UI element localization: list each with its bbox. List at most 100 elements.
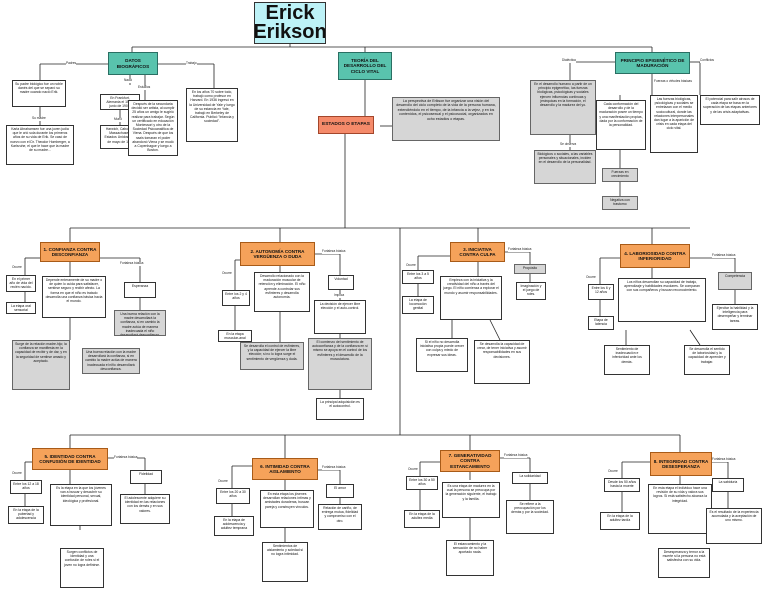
stage-5-desc: Es la etapa en la que los jóvenes van a …: [50, 484, 112, 526]
stage-7-edad: En la etapa de la adultez media: [404, 510, 440, 528]
node-principio-epigenetico: PRINCIPIO EPIGENÉTICO DE MADURACIÓN: [615, 52, 690, 74]
bio-trabajo: En los años 70 sobre todo, trabajó como …: [186, 88, 238, 142]
label-murio: Murió: [114, 117, 122, 122]
stage-2-autoconfianza: El comienzo del sentimiento de autoconfi…: [308, 338, 372, 390]
stage-2-autonomia: 2. AUTONOMÍA CONTRA VERGÜENZA O DUDA: [240, 242, 315, 266]
bio-madre: Karla Abrahamsen fue una joven judía que…: [6, 125, 74, 165]
stage-7-implica: Se refiere a la preocupación por los dem…: [506, 500, 554, 534]
stage-4-implica: Ejercitar la habilidad y la inteligencia…: [712, 304, 758, 330]
stage-3-culpa: Si el niño no desarrolla iniciativa prop…: [416, 338, 468, 372]
stage-2-control: Se desarrolla el control de esfínteres, …: [240, 342, 304, 370]
stage-4-label-ocurre: Ocurre: [586, 275, 596, 280]
stage-1-fortaleza: Esperanza: [124, 282, 156, 298]
stage-1-label-fortaleza: Fortaleza básica: [120, 261, 144, 266]
bio-padre: Su padre biológico fue un noble danés de…: [12, 80, 66, 107]
stage-6-aislamiento: Sentimientos de aislamiento y soledad si…: [262, 542, 308, 582]
stage-6-ocurre: Entre los 20 a 30 años: [216, 488, 250, 504]
stage-3-iniciativa: 3. INICIATIVA CONTRA CULPA: [450, 242, 505, 262]
stage-2-fortaleza: Voluntad: [328, 275, 354, 290]
stage-1-confianza: 1. CONFIANZA CONTRA DESCONFIANZA: [40, 242, 100, 262]
stage-4-inferioridad: Sentimiento de inadecuación e inferiorid…: [604, 345, 650, 375]
stage-1-edad: La etapa oral sensorial: [6, 302, 36, 314]
stage-3-label-ocurre: Ocurre: [406, 263, 416, 268]
label-fuerzas: Fuerzas o virtudes básicas: [654, 79, 692, 84]
principio-negativa: Negativa con trastorno: [602, 196, 638, 210]
principio-fuerzas: Fuerzas en crecimiento: [602, 168, 638, 182]
stage-5-label-fortaleza: Fortaleza básica: [114, 455, 138, 460]
principio-b: Las fuerzas biológicas, psicológicas y s…: [650, 95, 698, 153]
stage-1-label-ocurre: Ocurre: [12, 265, 22, 270]
stage-7-label-ocurre: Ocurre: [408, 467, 418, 472]
stage-8-label-fortaleza: Fortaleza básica: [712, 457, 736, 462]
stage-4-fortaleza: Competencia: [718, 272, 752, 290]
node-teoria-desarrollo: TEORÍA DEL DESARROLLO DEL CICLO VITAL: [338, 52, 392, 80]
stage-5-implica: El adolescente adquiere su identidad en …: [120, 494, 170, 524]
stage-2-label-ocurre: Ocurre: [222, 271, 232, 276]
title-erick-erikson: Erick Erikson: [254, 2, 326, 44]
stage-5-label-ocurre: Ocurre: [12, 471, 22, 476]
stage-7-ocurre: Entre los 30 a 50 años: [406, 476, 438, 490]
label-conflictos: Conflictos: [700, 58, 714, 63]
stage-3-ocurre: Entre los 3 a 5 años: [402, 270, 434, 284]
stage-4-desc: Los niños desarrollan su capacidad de tr…: [618, 278, 706, 322]
stage-3-implica: Imaginación y el juego de roles.: [516, 282, 546, 300]
stage-6-desc: En esta etapa los jóvenes desarrollan re…: [260, 490, 314, 528]
stage-7-estancamiento: El estancamiento y la sensación de no ha…: [446, 540, 494, 576]
stage-4-label-fortaleza: Fortaleza básica: [712, 253, 736, 258]
stage-2-desc: Desarrollo relacionado con la maduración…: [254, 272, 310, 312]
stage-6-label-ocurre: Ocurre: [218, 479, 228, 484]
label-padres: Padres: [66, 61, 77, 66]
stage-1-implica: Una buena relación con la madre desarrol…: [114, 310, 166, 336]
stage-8-fortaleza: La sabiduría: [712, 478, 744, 492]
node-datos-biograficos: DATOS BIOGRÁFICOS: [108, 52, 158, 75]
stage-7-desc: Es una etapa de madurez en la cual la pe…: [442, 482, 500, 518]
bio-estudios: Después de la secundaria decidió ser art…: [128, 100, 178, 156]
stage-6-intimidad: 6. INTIMIDAD CONTRA AISLAMIENTO: [252, 458, 318, 480]
stage-1-ocurre: En el primer año de vida del recién naci…: [6, 275, 36, 292]
stage-2-edad: En la etapa muscular-anal: [218, 330, 252, 342]
stage-6-implica: Relación de cariño, de entrega mutua, fi…: [318, 504, 362, 530]
stage-3-edad: La etapa de locomoción genital: [402, 296, 434, 314]
stage-2-autocontrol: La principal adquisición es el autocontr…: [316, 398, 364, 420]
stage-5-fortaleza: Fidelidad: [130, 470, 162, 484]
stage-3-roles: Se desarrolla la capacidad de crear, de …: [474, 340, 530, 384]
principio-a: Cada conformación del desarrollo y de la…: [596, 100, 646, 150]
stage-6-fortaleza: El amor: [326, 484, 354, 498]
stage-6-label-fortaleza: Fortaleza básica: [322, 465, 346, 470]
stage-2-label-fortaleza: Fortaleza básica: [322, 249, 346, 254]
label-trabajo: Trabajo: [186, 61, 197, 66]
stage-8-desesperanza: Desesperanza y temor a la muerte si la p…: [658, 548, 710, 578]
principio-c: El potencial para salir airosos de cada …: [700, 95, 760, 125]
label-nacio: Nació: [124, 78, 133, 83]
stage-5-identidad: 5. IDENTIDAD CONTRA CONFUSIÓN DE IDENTID…: [32, 448, 108, 470]
stage-2-ocurre: Entre los 2 y 4 años: [222, 290, 250, 306]
stage-5-ocurre: Entre los 12 a 18 años: [10, 480, 42, 494]
stage-6-edad: En la etapa de adolescencia y adultez te…: [214, 516, 254, 536]
label-dialectica: Dialéctica: [562, 58, 576, 63]
label-su-madre: Su madre: [32, 116, 46, 121]
stage-8-ocurre: Desde los 50 años hasta la muerte: [604, 478, 640, 492]
stage-8-edad: En la etapa de la adultez tardía: [600, 512, 640, 530]
principio-fases: Biológicos o sociales, a las variables p…: [534, 150, 596, 184]
stage-4-edad: Etapa de latencia: [588, 316, 614, 330]
stage-2-implica: La decisión de ejercer libre elección y …: [314, 300, 366, 334]
stage-5-confusion: Surgen conflictos de identidad y una con…: [60, 548, 104, 588]
stage-4-laboriosidad-detalle: Se desarrolla el sentido de laboriosidad…: [684, 345, 730, 375]
stage-4-ocurre: Entre los 6 y 12 años: [588, 284, 614, 300]
stage-7-fortaleza: La solidaridad: [512, 472, 548, 484]
stage-2-label-implica: Implica: [334, 293, 345, 298]
stage-7-label-fortaleza: Fortaleza básica: [504, 453, 528, 458]
stage-3-desc: Empieza con la iniciativa y la creativid…: [440, 276, 502, 320]
stage-8-label-ocurre: Ocurre: [608, 469, 618, 474]
stage-5-edad: En la etapa de la pubertad y adolescenci…: [8, 506, 44, 524]
stage-1-confianza-detalle: Una buena relación con la madre desarrol…: [82, 348, 140, 374]
stage-7-generatividad: 7. GENERATIVIDAD CONTRA ESTANCAMIENTO: [440, 450, 500, 472]
principio-descripcion: En el desarrollo humano a partir de un p…: [530, 80, 596, 135]
label-fases: Se observa: [560, 142, 577, 147]
stage-3-label-fortaleza: Fortaleza básica: [508, 247, 532, 252]
stage-4-laboriosidad: 4. LABORIOSIDAD CONTRA INFERIORIDAD: [620, 244, 690, 268]
stage-8-implica: Es el resultado de la experiencia acumul…: [706, 508, 762, 544]
stage-8-desc: En esta etapa el individuo hace una revi…: [648, 484, 712, 534]
stage-1-desc: Depende enteramente de su madre o de qui…: [42, 276, 106, 318]
stage-8-integridad: 8. INTEGRIDAD CONTRA DESESPERANZA: [650, 452, 712, 476]
